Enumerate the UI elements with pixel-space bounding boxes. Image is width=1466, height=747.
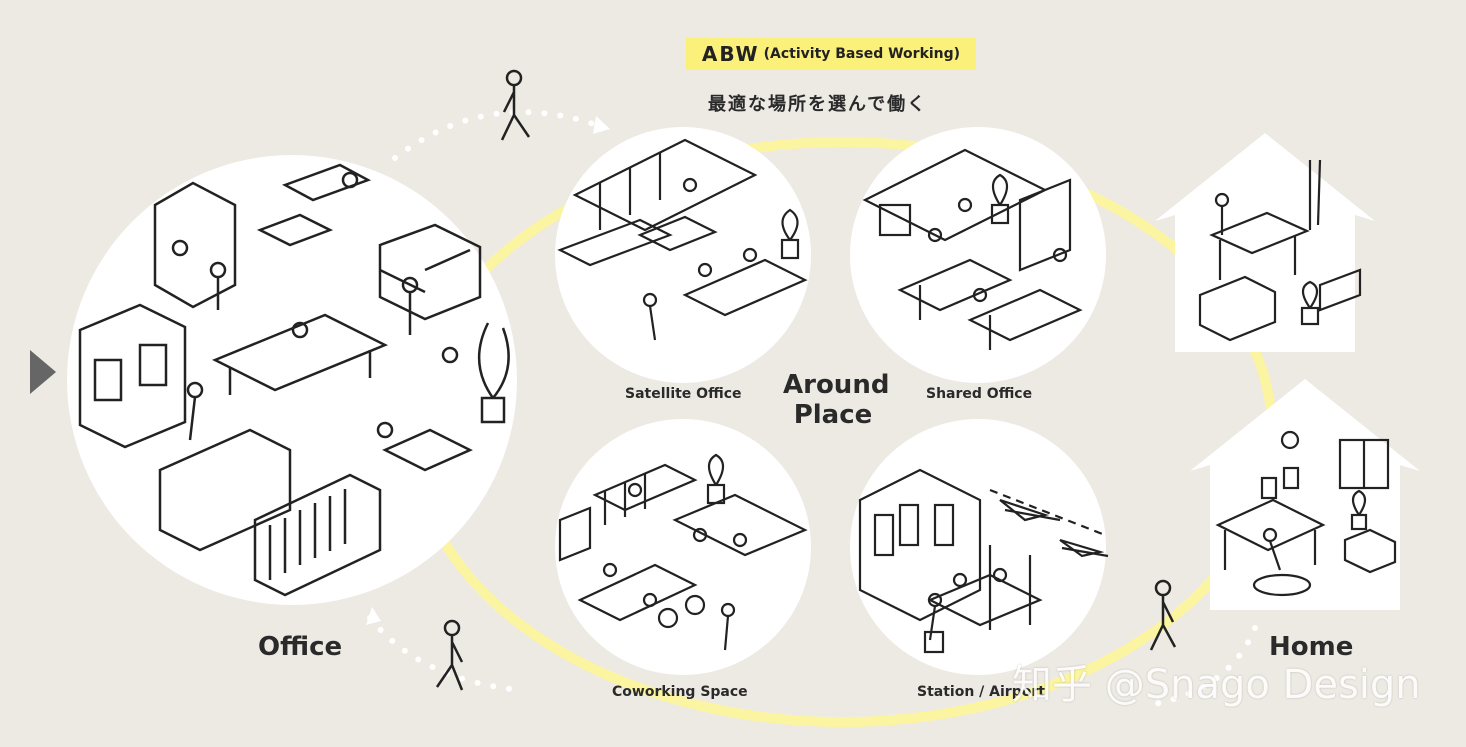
label-around: Around [783, 370, 890, 400]
arrowhead-top [593, 116, 610, 134]
label-coworking-space: Coworking Space [612, 684, 748, 700]
abw-badge: ABW (Activity Based Working) [686, 38, 976, 70]
arrowhead-bottom [366, 607, 381, 625]
label-place: Place [793, 400, 873, 430]
play-arrow-icon [30, 350, 56, 394]
satellite-office-scene [555, 127, 811, 383]
label-shared-office: Shared Office [926, 386, 1033, 402]
dotted-arc-home [1147, 625, 1258, 708]
label-satellite-office: Satellite Office [625, 386, 742, 402]
subtitle: 最適な場所を選んで働く [708, 94, 928, 115]
badge-main: ABW [701, 42, 760, 66]
home-scene-bottom [1190, 379, 1420, 610]
badge-sub: (Activity Based Working) [763, 46, 961, 62]
office-scene [67, 155, 517, 605]
shared-office-scene [850, 127, 1106, 383]
label-station-airport: Station / Airport [917, 684, 1045, 700]
label-office: Office [258, 632, 343, 662]
label-home: Home [1269, 632, 1354, 662]
connection-ring [407, 137, 1277, 727]
dotted-arc-bottom [367, 615, 523, 693]
watermark: 知乎 @Snago Design [1012, 662, 1421, 708]
station-airport-scene [850, 419, 1109, 675]
label-around-place: Around Place [783, 370, 890, 430]
dotted-arc-top [392, 109, 608, 161]
home-scene-top [1155, 133, 1375, 352]
walking-people [435, 69, 1177, 691]
coworking-space-scene [555, 419, 811, 675]
